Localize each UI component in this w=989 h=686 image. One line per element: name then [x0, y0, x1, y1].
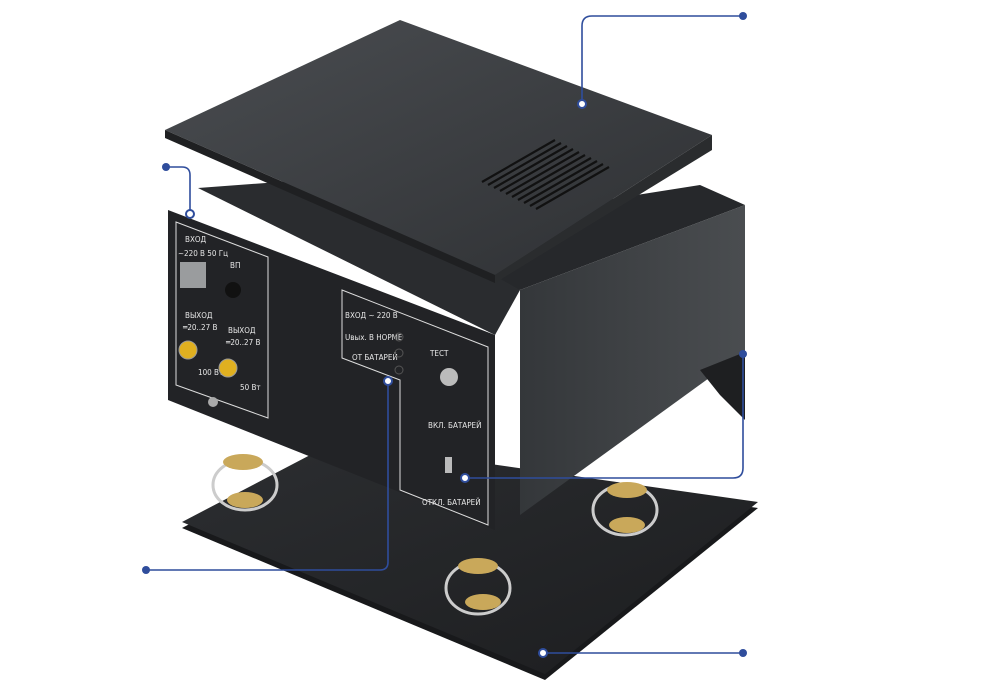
output1-power: 100 Вт: [198, 368, 223, 377]
output2-power: 50 Вт: [240, 383, 261, 392]
shock-mount-left: [211, 454, 279, 512]
callout-indicators[interactable]: [142, 376, 393, 574]
shock-mount-front: [444, 558, 512, 616]
input-label: ВХОД: [185, 235, 207, 244]
output1-label: ВЫХОД: [185, 311, 213, 320]
test-button[interactable]: [440, 368, 458, 386]
front-panel: ВХОД ~220 В 50 Гц ВП ВЫХОД ═20..27 В 100…: [168, 210, 495, 530]
callout-base-plate[interactable]: [538, 648, 747, 658]
fuse-holder[interactable]: [225, 282, 241, 298]
output1-connector: [178, 340, 198, 360]
input-spec: ~220 В 50 Гц: [178, 249, 228, 258]
output2-spec: ═20..27 В: [225, 338, 261, 347]
led-output: [394, 348, 404, 358]
output2-label: ВЫХОД: [228, 326, 256, 335]
indicator-output-ok: Uвых. В НОРМЕ: [345, 333, 403, 342]
battery-on-label: ВКЛ. БАТАРЕЙ: [428, 419, 481, 430]
input-connector: [180, 262, 206, 288]
battery-off-label: ОТКЛ. БАТАРЕЙ: [422, 496, 481, 507]
callout-top-cover[interactable]: [577, 12, 747, 109]
ground-terminal: [208, 397, 218, 407]
fuse-label: ВП: [230, 261, 240, 270]
indicator-battery: ОТ БАТАРЕЙ: [352, 351, 398, 362]
shock-mount-right: [591, 482, 659, 537]
test-label: ТЕСТ: [429, 349, 449, 358]
top-cover: [165, 20, 712, 283]
output2-connector: [218, 358, 238, 378]
callout-input-panel[interactable]: [162, 163, 195, 219]
led-input: [394, 332, 404, 342]
callout-battery-switch[interactable]: [460, 350, 747, 483]
indicator-input: ВХОД ~ 220 В: [345, 311, 398, 320]
battery-toggle-switch[interactable]: [445, 457, 452, 473]
ventilation-grille: [481, 139, 610, 210]
led-battery: [394, 365, 404, 375]
output1-spec: ═20..27 В: [182, 323, 218, 332]
